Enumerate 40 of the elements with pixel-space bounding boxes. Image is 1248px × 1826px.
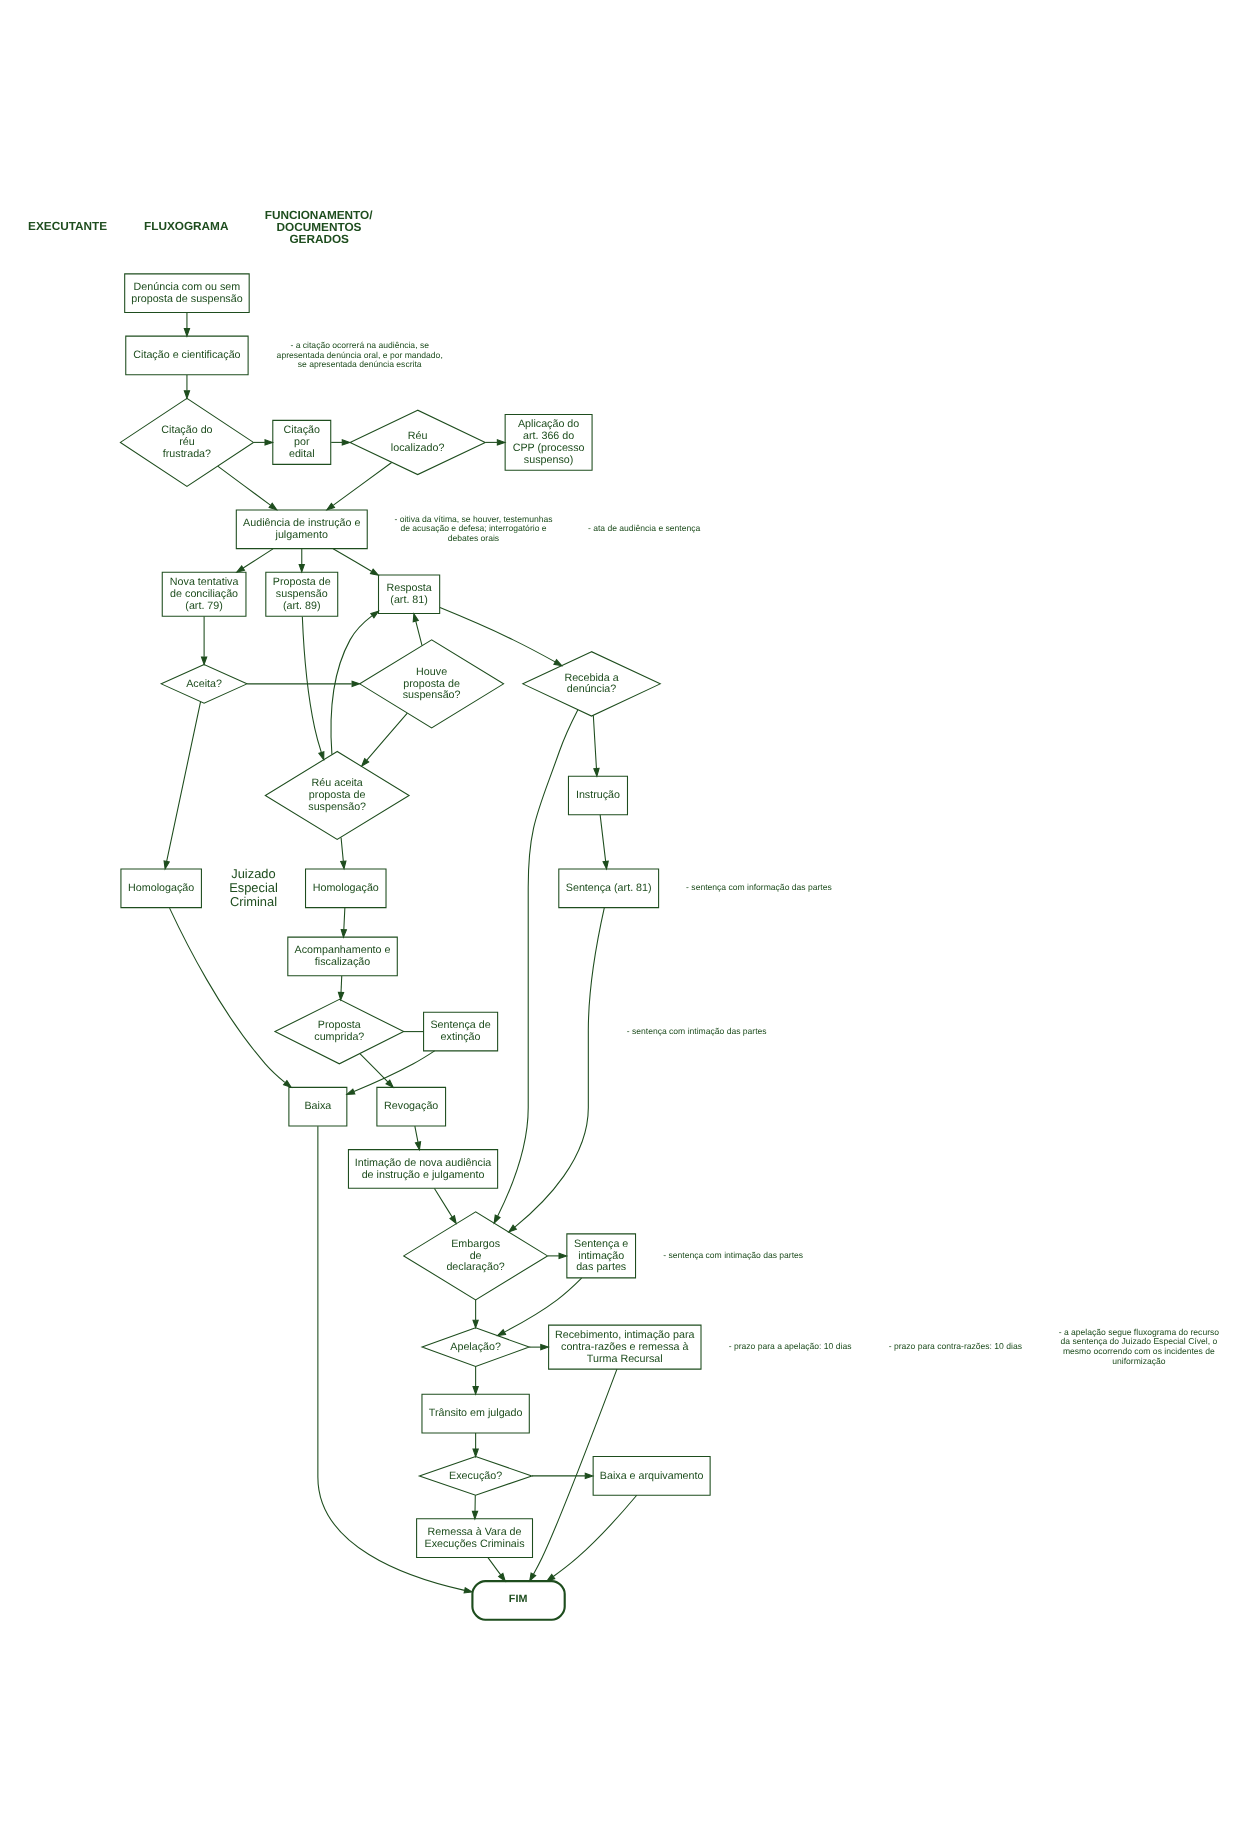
- arrow: [412, 612, 423, 647]
- arrow: [471, 1494, 479, 1521]
- connector: [403, 1031, 424, 1033]
- arrow: [485, 439, 507, 446]
- arrow: [507, 907, 605, 1233]
- arrow: [330, 610, 380, 755]
- arrow: [183, 374, 191, 400]
- arrow: [496, 1277, 583, 1337]
- arrow: [330, 439, 352, 446]
- arrow: [200, 615, 208, 667]
- arrow: [528, 1343, 550, 1351]
- arrow: [340, 907, 348, 939]
- arrow: [547, 1252, 569, 1260]
- arrow: [325, 461, 393, 511]
- arrow: [360, 712, 408, 768]
- arrow: [339, 837, 347, 871]
- arrow: [592, 714, 600, 778]
- arrow: [332, 548, 380, 576]
- arrow: [359, 1053, 395, 1089]
- arrow: [493, 709, 579, 1225]
- arrow: [317, 1125, 474, 1594]
- arrow: [235, 548, 274, 574]
- arrow: [301, 616, 325, 762]
- arrow: [345, 1050, 436, 1096]
- arrow: [487, 1557, 507, 1583]
- arrow: [433, 1187, 458, 1225]
- arrow: [531, 1472, 595, 1480]
- arrow: [183, 312, 191, 338]
- arrow: [599, 814, 609, 871]
- arrow: [217, 465, 279, 511]
- arrow: [246, 680, 362, 688]
- arrow: [472, 1299, 479, 1330]
- arrow: [337, 975, 345, 1002]
- arrow: [472, 1365, 479, 1396]
- arrow: [545, 1494, 638, 1582]
- arrow: [439, 607, 564, 667]
- arrow: [169, 907, 293, 1089]
- arrow: [414, 1125, 422, 1152]
- arrow: [163, 701, 202, 871]
- arrow: [528, 1368, 618, 1583]
